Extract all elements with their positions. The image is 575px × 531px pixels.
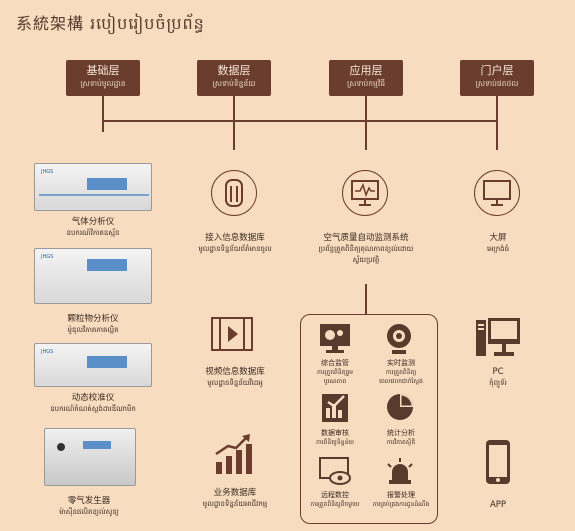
device-label: 动态校准仪 ឧបករណ៍កំណត់ស្តង់ដារឌីណាមិក xyxy=(50,393,136,413)
page-title: 系統架構 របៀបរៀបចំប្រព័ន្ធ xyxy=(16,14,205,33)
layer-sublabel: ស្រទាប់ផតថល xyxy=(475,79,519,88)
connector-bus xyxy=(102,120,498,122)
portal-label: PC កុំព្យូទ័រ xyxy=(489,367,507,387)
device-label: 零气发生器 ម៉ាស៊ីនផលិតខ្យល់សូន្យ xyxy=(59,496,119,516)
desktop-pc-icon xyxy=(474,316,522,362)
zero-air-generator-device xyxy=(44,428,136,486)
connector-line xyxy=(233,96,235,120)
alarm-light-icon xyxy=(384,456,416,490)
app-module-label: 实时监测 ការត្រួតពិនិត្យ ពេលវេលាជាក់ស្តែង xyxy=(379,359,423,385)
large-screen-icon xyxy=(474,170,520,216)
layer-box-data: 数据层 ស្រទាប់ទិន្នន័យ xyxy=(197,60,271,96)
app-module-label: 综合监管 ការត្រួតពិនិត្យរួម បូរណភាព xyxy=(317,359,353,385)
device-label: 颗粒物分析仪 ម៉ូឌុលវិភាគភាគល្អិត xyxy=(67,314,119,334)
database-icon xyxy=(211,170,257,216)
settings-monitor-icon xyxy=(318,322,352,358)
growth-chart-icon xyxy=(212,432,254,480)
data-item-label: 视频信息数据库 មូលដ្ឋានទិន្នន័យវីដេអូ xyxy=(205,367,265,387)
connector-line xyxy=(102,120,104,132)
application-modules-panel xyxy=(300,314,438,524)
layer-label: 数据层 xyxy=(217,64,251,77)
monitor-waveform-icon xyxy=(342,170,388,216)
portal-label: 大屏 អេក្រង់ធំ xyxy=(486,233,510,253)
layer-box-application: 应用层 ស្រទាប់កម្មវិធី xyxy=(329,60,403,96)
layer-sublabel: ស្រទាប់កម្មវិធី xyxy=(347,79,385,88)
app-module-label: 远程数控 ការត្រួតពិនិត្យពីចម្ងាយ xyxy=(310,491,360,508)
layer-box-foundation: 基础层 ស្រទាប់មូលដ្ឋាន xyxy=(66,60,140,96)
layer-sublabel: ស្រទាប់ទិន្នន័យ xyxy=(212,79,256,88)
connector-line xyxy=(233,120,235,150)
video-icon xyxy=(210,314,254,358)
device-label: 气体分析仪 ឧបករណ៍វិភាគឧស្ម័ន xyxy=(66,217,120,237)
smartphone-icon xyxy=(484,438,512,490)
connector-line xyxy=(496,120,498,150)
data-item-label: 接入信息数据库 មូលដ្ឋានទិន្នន័យព័ត៌មានចូល xyxy=(198,233,272,253)
portal-label: APP xyxy=(489,500,507,510)
calibrator-device: JHGS xyxy=(34,343,152,387)
connector-line xyxy=(365,120,367,150)
webcam-icon xyxy=(384,322,414,360)
particle-analyzer-device: JHGS xyxy=(34,248,152,304)
remote-control-icon xyxy=(318,456,352,490)
app-module-label: 数据审核 ការពិនិត្យទិន្នន័យ xyxy=(316,429,354,446)
connector-line xyxy=(102,96,104,120)
layer-sublabel: ស្រទាប់មូលដ្ឋាន xyxy=(80,79,126,88)
connector-line xyxy=(365,96,367,120)
gas-analyzer-device: JHGS xyxy=(34,163,152,211)
connector-line xyxy=(496,96,498,120)
connector-line xyxy=(365,284,367,314)
checklist-icon xyxy=(320,392,350,428)
layer-label: 基础层 xyxy=(86,64,120,77)
app-module-label: 统计分析 ការវិភាគស្ថិតិ xyxy=(386,429,416,446)
layer-label: 门户层 xyxy=(480,64,514,77)
layer-label: 应用层 xyxy=(349,64,383,77)
app-main-label: 空气质量自动监测系统 ប្រព័ន្ធត្រួតពិនិត្យគុណភាពខ្យ… xyxy=(318,233,414,264)
pie-chart-icon xyxy=(385,392,415,426)
data-item-label: 业务数据库 មូលដ្ឋានទិន្នន័យអាជីវកម្ម xyxy=(202,488,268,508)
app-module-label: 报警处理 ការគ្រប់គ្រងការជូនដំណឹង xyxy=(372,491,430,508)
layer-box-portal: 门户层 ស្រទាប់ផតថល xyxy=(460,60,534,96)
